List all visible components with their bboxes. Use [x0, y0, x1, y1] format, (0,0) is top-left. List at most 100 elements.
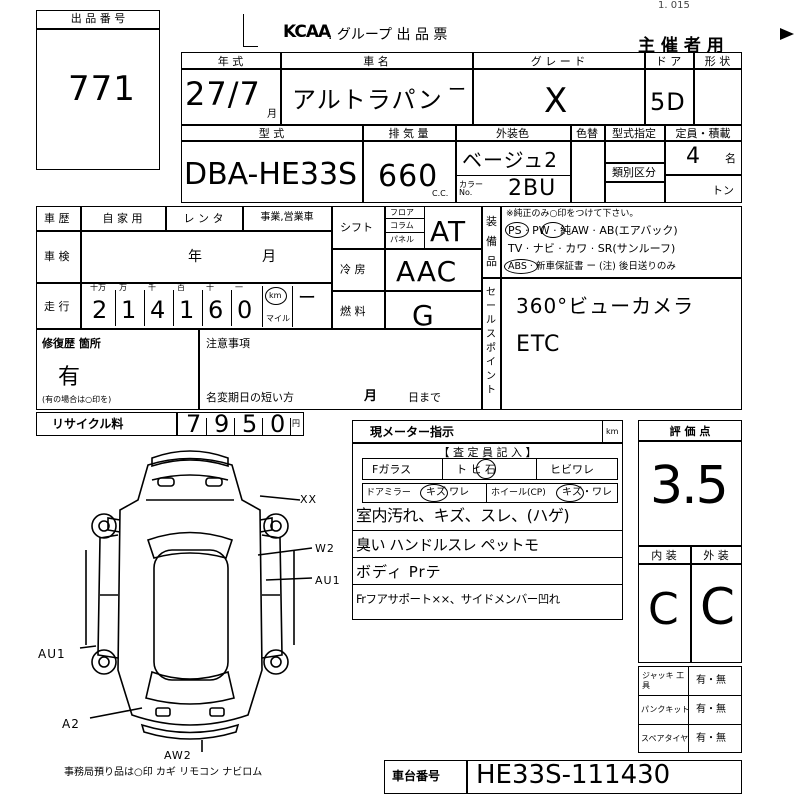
color-no-label: カラー No.: [459, 180, 483, 197]
recycle-digit: 5: [242, 410, 259, 438]
equipment-line1[interactable]: PS · PW · 純AW · AB(エアバック): [508, 224, 678, 237]
repair-block: [36, 329, 482, 410]
glass-crack[interactable]: ヒビワレ: [550, 463, 594, 476]
meter-label: 現メーター指示: [370, 425, 455, 439]
fuel-label: 燃 料: [340, 305, 366, 318]
tools-block: [638, 666, 742, 753]
meter-unit: km: [606, 427, 619, 436]
shift-floor-option[interactable]: フロア: [390, 208, 414, 217]
damage-mark-a2: A2: [62, 717, 80, 731]
spare-label: スペアタイヤ: [641, 734, 689, 743]
inspector-title: 【 査 定 員 記 入 】: [438, 446, 537, 459]
repair-label: 修復歴 箇所: [42, 337, 101, 350]
grade-score-value: 3.5: [650, 456, 729, 516]
shape-label: 形 状: [704, 55, 731, 68]
year-label: 年 式: [217, 55, 244, 68]
mileage-digit-label: 一: [235, 283, 243, 292]
chassis-block: [384, 760, 742, 794]
recycle-digit: 0: [270, 410, 287, 438]
displacement-unit: C.C.: [432, 189, 449, 198]
km-circle: [265, 287, 287, 305]
equipment-note: ※純正のみ○印をつけて下さい。: [506, 209, 639, 219]
exterior-value: C: [700, 578, 736, 636]
color-label: 外装色: [496, 127, 529, 140]
shift-panel-option[interactable]: パネル: [390, 235, 414, 244]
mileage-label: 走 行: [44, 300, 70, 313]
wheel-label: ホイール(CP): [491, 488, 546, 498]
lot-number-box: [36, 10, 160, 170]
repair-note: (有の場合は○印を): [42, 395, 112, 404]
inspector-block: [352, 420, 623, 620]
chassis-label: 車台番号: [392, 769, 441, 783]
history-block: [36, 206, 332, 329]
shift-value: AT: [430, 215, 467, 248]
host-label: 主 催 者 用: [638, 36, 724, 56]
mirror-label: ドアミラー: [366, 488, 411, 498]
spare-yes-no[interactable]: 有・無: [696, 733, 726, 744]
interior-label: 内 装: [651, 549, 677, 562]
grade-label-score: 評 価 点: [669, 425, 711, 438]
ton-unit: トン: [712, 184, 734, 197]
recycle-digit: 7: [186, 410, 203, 438]
aircon-label: 冷 房: [340, 263, 366, 276]
corner-mark: 1. 015: [658, 0, 690, 11]
color-value: ベージュ2: [462, 148, 558, 172]
car-name-label: 車 名: [363, 55, 389, 68]
grade-label: グ レ ー ド: [530, 55, 586, 68]
wheel-options[interactable]: キズ・ワレ: [562, 487, 612, 498]
rename-day-unit: 日まで: [408, 391, 441, 404]
equipment-block: [482, 206, 742, 278]
exterior-label: 外 装: [703, 549, 729, 562]
grade-value: X: [544, 81, 569, 121]
mileage-unit-mark: ー: [298, 288, 317, 309]
car-diagram: [79, 450, 313, 752]
car-name-dash: ー: [448, 80, 467, 101]
model-label: 型 式: [258, 127, 285, 140]
equipment-side-label: 装 備 品: [486, 215, 497, 268]
jack-label: ジャッキ 工 具: [642, 671, 685, 690]
mileage-digit-label: 十: [206, 283, 214, 292]
mileage-digit: 2: [92, 296, 109, 324]
equipment-line3[interactable]: ABS · 新車保証書 ー (注) 後日送りのみ: [508, 261, 676, 272]
mileage-digit-label: 万: [119, 283, 127, 292]
fuel-value: G: [412, 299, 435, 332]
history-rental-option[interactable]: レ ン タ: [183, 212, 224, 225]
shift-column-option[interactable]: コラム: [390, 221, 414, 230]
mileage-digit-label: 十万: [90, 283, 106, 292]
history-private-option[interactable]: 自 家 用: [102, 212, 143, 225]
damage-mark-w2: W2: [315, 542, 335, 555]
mileage-digit: 1: [121, 296, 138, 324]
office-note: 事務局預り品は○印 カギ リモコン ナビロム: [64, 767, 263, 778]
car-name-value: アルトラパン: [292, 86, 443, 114]
mileage-digit: 6: [208, 296, 225, 324]
jack-yes-no[interactable]: 有・無: [696, 675, 726, 686]
group-title: . グループ 出 品 票: [328, 27, 448, 43]
rename-label: 名変期日の短い方: [206, 391, 294, 404]
damage-mark-aw2: AW2: [164, 749, 192, 762]
chassis-value: HE33S-111430: [476, 760, 671, 790]
remark-line-1: 室内汚れ、キズ、スレ、(ハゲ): [356, 506, 570, 525]
recycle-block: [36, 412, 304, 436]
sales-point-side-label: セールスポイント: [486, 287, 496, 396]
group-brand: KCAA: [283, 22, 331, 42]
km-label[interactable]: km: [269, 291, 282, 300]
history-business-option[interactable]: 事業,営業車: [260, 212, 314, 223]
mileage-digit: 4: [150, 296, 167, 324]
equipment-line2[interactable]: TV · ナビ · カワ · SR(サンルーフ): [508, 242, 676, 255]
notes-label: 注意事項: [206, 337, 250, 350]
inspection-label: 車 検: [44, 250, 70, 263]
puncture-yes-no[interactable]: 有・無: [696, 704, 726, 715]
vehicle-info-block: [181, 52, 742, 203]
displacement-label: 排 気 量: [388, 127, 429, 140]
displacement-value: 660: [378, 159, 439, 194]
class-label: 類別区分: [612, 166, 656, 179]
recycle-digit: 9: [214, 410, 231, 438]
year-month-unit: 月: [267, 109, 277, 120]
mile-label[interactable]: マイル: [266, 314, 290, 323]
rename-month-unit: 月: [364, 389, 378, 404]
door-value: 5D: [650, 88, 686, 116]
capacity-unit: 名: [725, 152, 736, 165]
sales-point-line1: 360°ビューカメラ: [516, 294, 695, 318]
remark-line-2: 臭い ハンドルスレ ペットモ: [356, 536, 539, 554]
mileage-digit-label: 百: [177, 283, 185, 292]
